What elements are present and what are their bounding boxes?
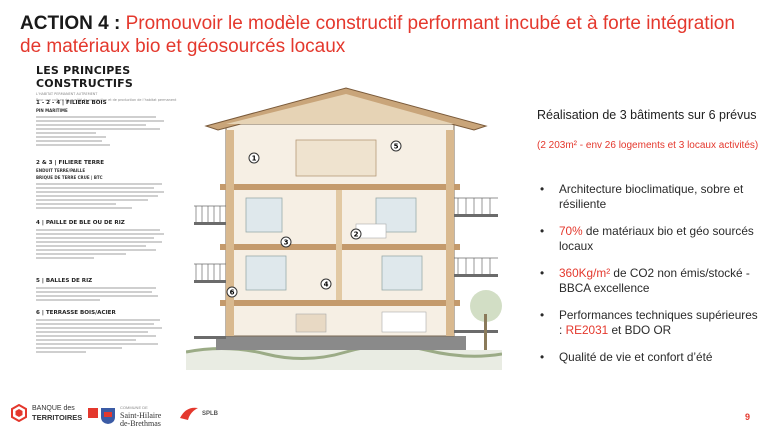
principle-section: 6 | TERRASSE BOIS/ACIER [36,310,186,355]
marker-1: 1 [252,155,257,163]
hexagon-icon [11,404,27,422]
realisation-note: (2 203m² - env 26 logements et 3 locaux … [537,140,759,151]
title-lead: ACTION 4 : [20,13,121,34]
marker-5: 5 [394,143,399,151]
bullet-item: •70% de matériaux bio et géo sourcés loc… [540,224,754,253]
principle-description [36,116,186,146]
flag-icon [88,408,99,418]
footer: BANQUE des TERRITOIRES COMMUNE DE Saint-… [0,398,768,432]
principle-section: 4 | PAILLE DE BLE OU DE RIZ [36,220,186,261]
principle-description [36,183,186,209]
principle-description [36,229,186,259]
marker-2: 2 [354,231,359,239]
bullet-item: •360Kg/m² de CO2 non émis/stocké - BBCA … [540,266,750,295]
principle-section: 2 & 3 | FILIERE TERRE ENDUIT TERRE/PAILL… [36,160,186,211]
marker-4: 4 [324,281,329,289]
page-number: 9 [744,412,750,422]
principles-subtitle-2: Pour une culture de qualité de conceptio… [36,98,177,102]
principles-title: LES PRINCIPES CONSTRUCTIFS [36,64,133,90]
construction-illustration: LES PRINCIPES CONSTRUCTIFS L’HABITAT PER… [36,64,502,370]
principles-panel: LES PRINCIPES CONSTRUCTIFS L’HABITAT PER… [36,64,186,370]
principle-section: 1 - 2 - 4 | FILIERE BOIS PIN MARITIME [36,100,186,148]
title-rest: Promouvoir le modèle constructif perform… [20,13,735,57]
realisation-text: Réalisation de 3 bâtiments sur 6 prévus [537,108,757,122]
principle-description [36,287,186,301]
building-section-drawing: 1 2 3 4 5 6 [186,87,502,370]
key-points-list: •Architecture bioclimatique, sobre et ré… [540,182,762,378]
banque-des-territoires-logo: BANQUE des TERRITOIRES [10,404,99,422]
bullet-item: •Qualité de vie et confort d’été [540,350,713,364]
splb-logo: SPLB [178,404,218,424]
marker-3: 3 [284,239,289,247]
principle-description [36,319,186,353]
bullet-item: •Performances techniques supérieures : R… [540,308,758,337]
principle-section: 5 | BALLES DE RIZ [36,278,186,303]
bullet-item: •Architecture bioclimatique, sobre et ré… [540,182,744,211]
slide-title: ACTION 4 : Promouvoir le modèle construc… [20,12,760,58]
saint-hilaire-logo: COMMUNE DE Saint-Hilaire de-Brethmas [100,404,161,428]
bird-icon [180,407,198,420]
marker-6: 6 [230,289,235,297]
principles-subtitle: L’HABITAT PERMANENT AUTREMENT [36,92,98,96]
shield-icon [101,408,115,424]
